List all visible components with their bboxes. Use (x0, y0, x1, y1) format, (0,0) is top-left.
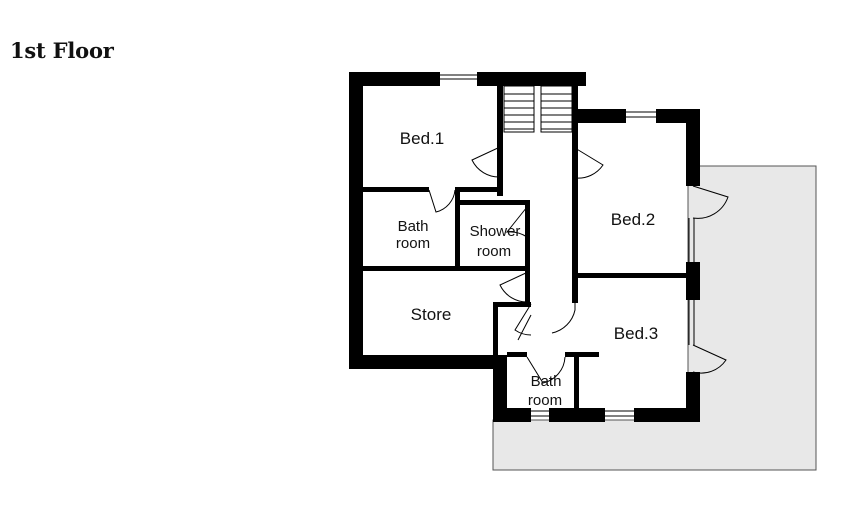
exterior-walls (349, 72, 700, 422)
floor-title: 1st Floor (10, 38, 114, 63)
room-label-bathroom2-line2: room (528, 392, 562, 409)
room-label-bathroom2-line1: Bath (531, 373, 562, 390)
room-label-bathroom1-line2: room (396, 235, 430, 252)
windows (440, 74, 695, 417)
room-label-shower-line2: room (477, 243, 511, 260)
doors (428, 146, 729, 384)
room-label-store: Store (411, 305, 452, 324)
interior-walls (363, 86, 686, 409)
room-label-bathroom1-line1: Bath (398, 218, 429, 235)
room-label-bed3: Bed.3 (614, 324, 658, 343)
room-label-bed2: Bed.2 (611, 210, 655, 229)
staircase (503, 85, 573, 133)
room-labels: Bed.1 Bath room Shower room Store Bed.2 … (396, 129, 658, 409)
room-label-bed1: Bed.1 (400, 129, 444, 148)
room-label-shower-line1: Shower (470, 223, 521, 240)
